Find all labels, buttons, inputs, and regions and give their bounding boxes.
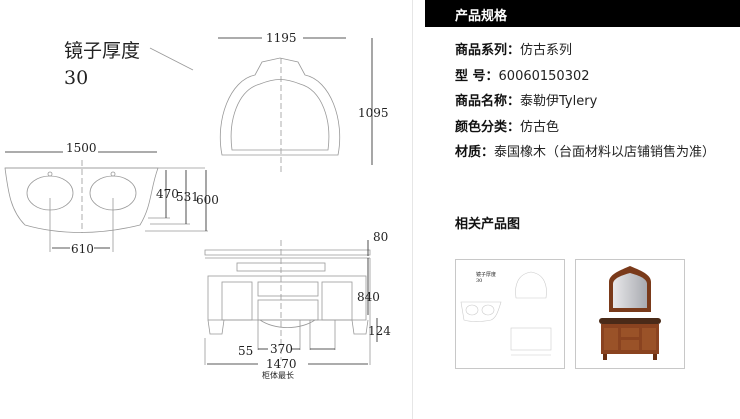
depth-470-label: 470 [156, 187, 179, 201]
mirror-height-label: 1095 [358, 106, 389, 120]
top-thickness-label: 80 [373, 230, 388, 244]
spec-row-material: 材质：泰国橡木（台面材料以店铺销售为准） [455, 140, 715, 166]
depth-600-label: 600 [196, 193, 219, 207]
dimension-drawing: 镜子厚度 30 1195 1095 1500 470 531 600 610 8… [4, 31, 391, 380]
center-width-label: 370 [270, 342, 293, 356]
vanity-photo-image [599, 266, 661, 360]
spec-value: 仿古色 [520, 119, 560, 135]
spec-value: 泰国橡木（台面材料以店铺销售为准） [494, 145, 716, 160]
cabinet-height-label: 840 [357, 290, 380, 304]
spec-value: 仿古系列 [520, 43, 573, 58]
depth-531-label: 531 [176, 190, 199, 204]
spec-row-model: 型 号：60060150302 [455, 64, 715, 90]
column-divider [412, 0, 413, 419]
svg-text:30: 30 [476, 278, 482, 284]
top-width-label: 1500 [66, 141, 97, 155]
spec-label: 材质： [455, 145, 495, 160]
related-title: 相关产品图 [455, 217, 521, 232]
spec-label: 商品名称： [455, 94, 521, 109]
sink-spacing-label: 610 [71, 242, 94, 256]
mirror-thickness-value: 30 [64, 67, 88, 89]
leg-height-label: 124 [368, 324, 391, 338]
cabinet-width-label: 1470 [266, 357, 297, 371]
leg-offset-label: 55 [238, 344, 253, 358]
spec-label: 颜色分类： [455, 119, 521, 135]
spec-row-color: 颜色分类：仿古色 [455, 115, 715, 141]
related-thumbnail-photo[interactable] [575, 259, 685, 369]
spec-header: 产品规格 [425, 0, 740, 27]
svg-text:镜子厚度: 镜子厚度 [476, 271, 496, 278]
spec-label: 商品系列： [455, 43, 521, 58]
spec-row-name: 商品名称：泰勒伊Tylery [455, 89, 715, 115]
spec-value: 泰勒伊Tylery [520, 94, 598, 109]
cabinet-width-note: 柜体最长 [262, 370, 294, 380]
spec-title: 产品规格 [455, 9, 508, 24]
spec-value: 60060150302 [498, 68, 590, 84]
spec-list: 商品系列：仿古系列 型 号：60060150302 商品名称：泰勒伊Tylery… [455, 38, 715, 166]
mirror-width-label: 1195 [266, 31, 297, 45]
related-thumbnail-drawing[interactable]: 镜子厚度 30 [455, 259, 565, 369]
spec-row-series: 商品系列：仿古系列 [455, 38, 715, 64]
drawing-thumbnail-image: 镜子厚度 30 [460, 271, 552, 356]
mirror-thickness-note: 镜子厚度 [64, 40, 140, 62]
spec-label: 型 号： [455, 68, 499, 84]
